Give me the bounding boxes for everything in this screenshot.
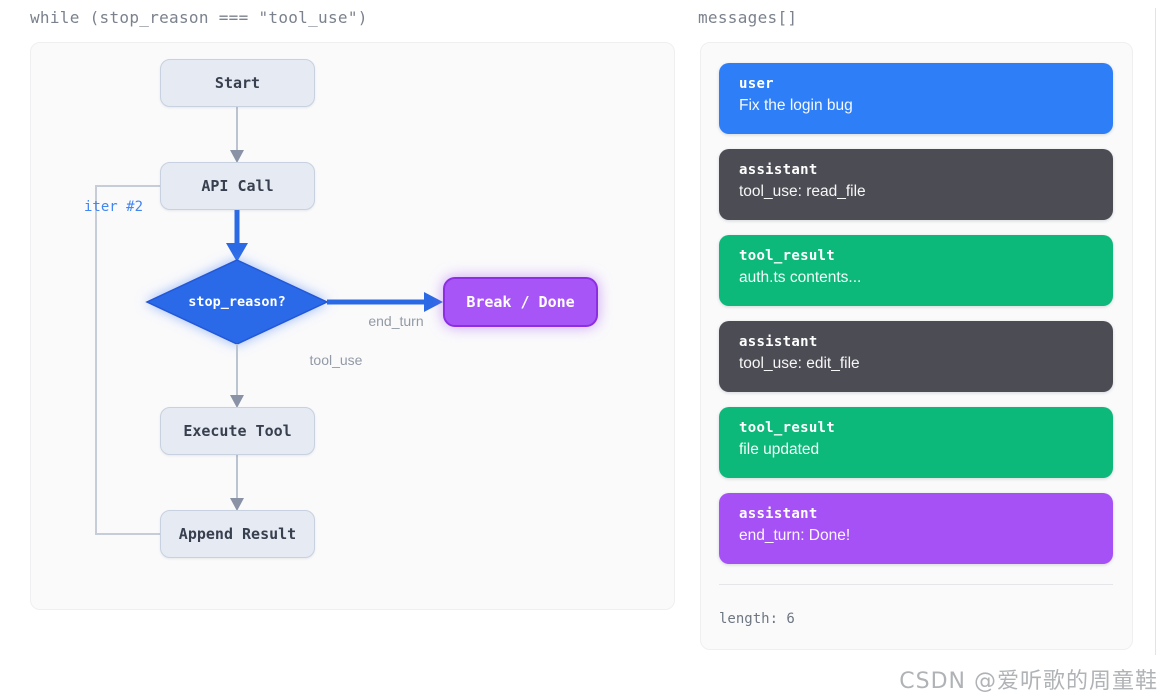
flowchart-edges xyxy=(95,107,443,535)
message-card-tool-result: tool_result file updated xyxy=(719,407,1113,478)
message-card-assistant: assistant tool_use: read_file xyxy=(719,149,1113,220)
message-role: user xyxy=(739,76,774,92)
edge-label-tool-use: tool_use xyxy=(309,352,363,368)
message-text: end_turn: Done! xyxy=(739,527,851,544)
decision-diamond xyxy=(145,259,329,345)
message-card-assistant-final: assistant end_turn: Done! xyxy=(719,493,1113,564)
message-text: auth.ts contents... xyxy=(739,269,862,286)
edge-execute-append-arrowhead xyxy=(230,498,244,511)
messages-divider xyxy=(719,584,1113,585)
message-text: file updated xyxy=(739,441,820,458)
flowchart-panel: Start API Call stop_reason? Break / Done… xyxy=(30,42,675,610)
edge-decision-execute-arrowhead xyxy=(230,395,244,408)
flow-node-break-done-label: Break / Done xyxy=(466,293,575,311)
flow-node-break-done: Break / Done xyxy=(443,277,598,327)
edge-label-iteration: iter #2 xyxy=(84,199,144,215)
message-role: assistant xyxy=(739,506,818,522)
messages-panel: user Fix the login bug assistant tool_us… xyxy=(700,42,1133,650)
edge-start-api-arrowhead xyxy=(230,150,244,163)
message-role: assistant xyxy=(739,334,818,350)
flow-node-api-call: API Call xyxy=(160,162,315,210)
message-text: tool_use: read_file xyxy=(739,183,866,200)
flow-node-append-result-label: Append Result xyxy=(178,525,297,543)
flow-node-start-label: Start xyxy=(214,74,261,92)
message-card-tool-result: tool_result auth.ts contents... xyxy=(719,235,1113,306)
flow-node-append-result: Append Result xyxy=(160,510,315,558)
message-card-user: user Fix the login bug xyxy=(719,63,1113,134)
message-role: tool_result xyxy=(739,420,836,436)
flow-node-api-call-label: API Call xyxy=(201,177,274,195)
message-text: tool_use: edit_file xyxy=(739,355,860,372)
message-card-assistant: assistant tool_use: edit_file xyxy=(719,321,1113,392)
edge-decision-break-arrowhead xyxy=(424,292,443,312)
messages-length-label: length: 6 xyxy=(719,611,795,627)
edge-loop-back xyxy=(95,185,175,535)
flow-node-execute-tool-label: Execute Tool xyxy=(183,422,292,440)
page-edge-line xyxy=(1155,8,1156,655)
flow-node-execute-tool: Execute Tool xyxy=(160,407,315,455)
message-text: Fix the login bug xyxy=(739,97,853,114)
flow-node-start: Start xyxy=(160,59,315,107)
edge-label-end-turn: end_turn xyxy=(368,313,424,329)
message-role: assistant xyxy=(739,162,818,178)
watermark-text: CSDN @爱听歌的周童鞋 xyxy=(899,669,1158,694)
message-role: tool_result xyxy=(739,248,836,264)
loop-condition-title: while (stop_reason === "tool_use") xyxy=(30,8,368,27)
messages-array-title: messages[] xyxy=(698,8,798,27)
edge-api-decision-arrowhead xyxy=(226,243,248,262)
